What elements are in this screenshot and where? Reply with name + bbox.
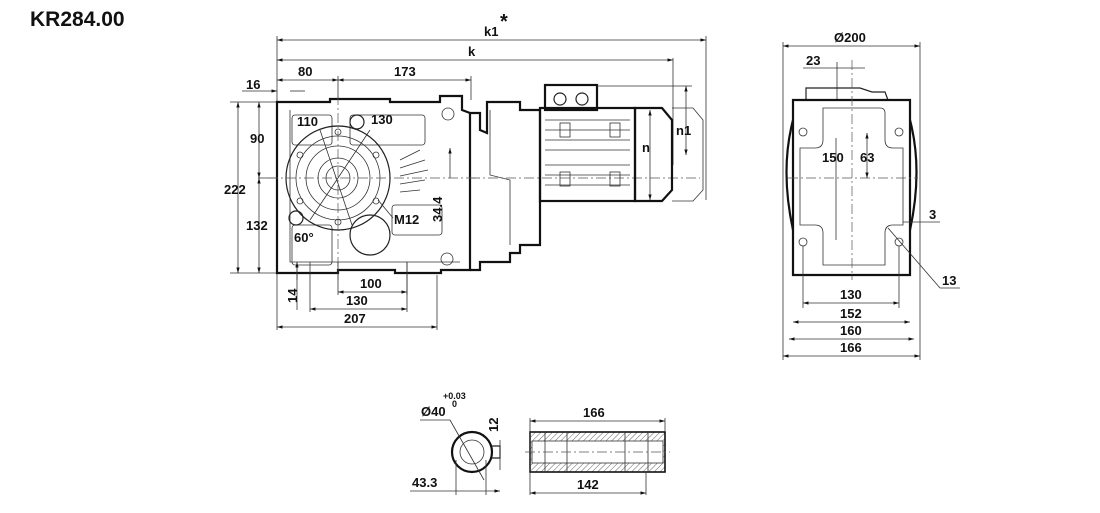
window-3 <box>291 224 333 266</box>
drain-plug <box>440 252 454 266</box>
leader-13 <box>887 227 941 289</box>
dim-100: 100 <box>360 276 382 291</box>
dim-63: 63 <box>860 150 874 165</box>
housing-inner <box>289 110 460 263</box>
side-hole-2 <box>894 127 904 137</box>
dim-16: 16 <box>246 77 260 92</box>
leader-dia <box>449 419 485 481</box>
leader-110 <box>319 129 353 226</box>
motor-bore <box>349 214 391 256</box>
dim-12: 12 <box>486 418 501 432</box>
fan-cover-outline-k1 <box>672 107 704 202</box>
lift-hole <box>441 107 455 121</box>
cable-gland-1 <box>553 92 567 106</box>
shaft-section: Ø40 +0.03 0 12 43.3 <box>410 391 501 495</box>
cooling-ribs <box>399 149 429 193</box>
motor-fins <box>545 119 630 186</box>
shaft-inner <box>459 439 485 465</box>
dim-160: 160 <box>840 323 862 338</box>
side-view: Ø200 23 150 63 3 13 130 152 160 166 <box>782 30 960 360</box>
dim-130-bolt: 130 <box>371 112 393 127</box>
dim-34-4: 34.4 <box>430 196 445 222</box>
shaft-outer <box>450 430 494 474</box>
dim-43-3: 43.3 <box>412 475 437 490</box>
adapter-inner <box>489 110 511 245</box>
dim-dia40: Ø40 <box>421 404 446 419</box>
dim-3: 3 <box>929 207 936 222</box>
terminal-box <box>543 83 599 112</box>
motor-foot-4 <box>609 171 621 187</box>
side-bulge-left <box>785 119 795 231</box>
side-housing <box>791 98 912 277</box>
dim-166: 166 <box>840 340 862 355</box>
dim-23: 23 <box>806 53 820 68</box>
motor-foot-1 <box>559 122 571 138</box>
dim-200: Ø200 <box>834 30 866 45</box>
dim-tol-upper: +0.03 <box>443 391 466 401</box>
dim-60deg: 60° <box>294 230 314 245</box>
dim-13: 13 <box>942 273 956 288</box>
motor-foot-3 <box>559 171 571 187</box>
cable-gland-2 <box>575 92 589 106</box>
dim-n1: n1 <box>676 123 691 138</box>
dim-222: 222 <box>224 182 246 197</box>
dim-m12: M12 <box>394 212 419 227</box>
side-hole-3 <box>798 237 808 247</box>
leader-130 <box>309 129 371 221</box>
side-hole-1 <box>798 127 808 137</box>
bolt-hole-4 <box>372 151 380 159</box>
fixing-hole-2 <box>349 114 365 130</box>
bolt-hole-5 <box>296 197 304 205</box>
bolt-hole-3 <box>296 151 304 159</box>
drawing-title: KR284.00 <box>30 8 125 31</box>
window-2 <box>349 114 426 146</box>
dim-132: 132 <box>246 218 268 233</box>
motor-foot-2 <box>609 122 621 138</box>
dim-tol-lower: 0 <box>452 399 457 409</box>
dim-90: 90 <box>250 131 264 146</box>
shaft-side: 166 142 <box>525 405 670 495</box>
dim-k: k <box>468 44 476 59</box>
dim-shaft-166: 166 <box>583 405 605 420</box>
side-hole-4 <box>894 237 904 247</box>
dim-side-130: 130 <box>840 287 862 302</box>
dim-n: n <box>642 140 650 155</box>
bolt-hole-6 <box>372 197 380 205</box>
dim-k1: k1 <box>484 24 498 39</box>
dim-shaft-142: 142 <box>577 477 599 492</box>
motor-body <box>538 106 637 203</box>
side-inner-outline <box>799 107 904 266</box>
dim-14: 14 <box>285 288 300 303</box>
dim-207: 207 <box>344 311 366 326</box>
side-bulge-right <box>908 119 918 231</box>
dim-152: 152 <box>840 306 862 321</box>
dim-k1-star: * <box>500 11 508 33</box>
fixing-hole-1 <box>288 210 304 226</box>
window-4 <box>391 204 443 236</box>
dim-80: 80 <box>298 64 312 79</box>
dim-110: 110 <box>297 114 318 129</box>
dim-173: 173 <box>394 64 416 79</box>
adapter-housing <box>470 100 542 272</box>
leader-m12 <box>377 199 394 219</box>
side-top-boss <box>805 87 889 101</box>
keyway <box>492 445 501 459</box>
front-view: k1 * k 80 173 16 222 90 132 <box>224 11 707 330</box>
dim-150: 150 <box>822 150 844 165</box>
fan-cover <box>633 106 674 203</box>
dim-130: 130 <box>346 293 368 308</box>
